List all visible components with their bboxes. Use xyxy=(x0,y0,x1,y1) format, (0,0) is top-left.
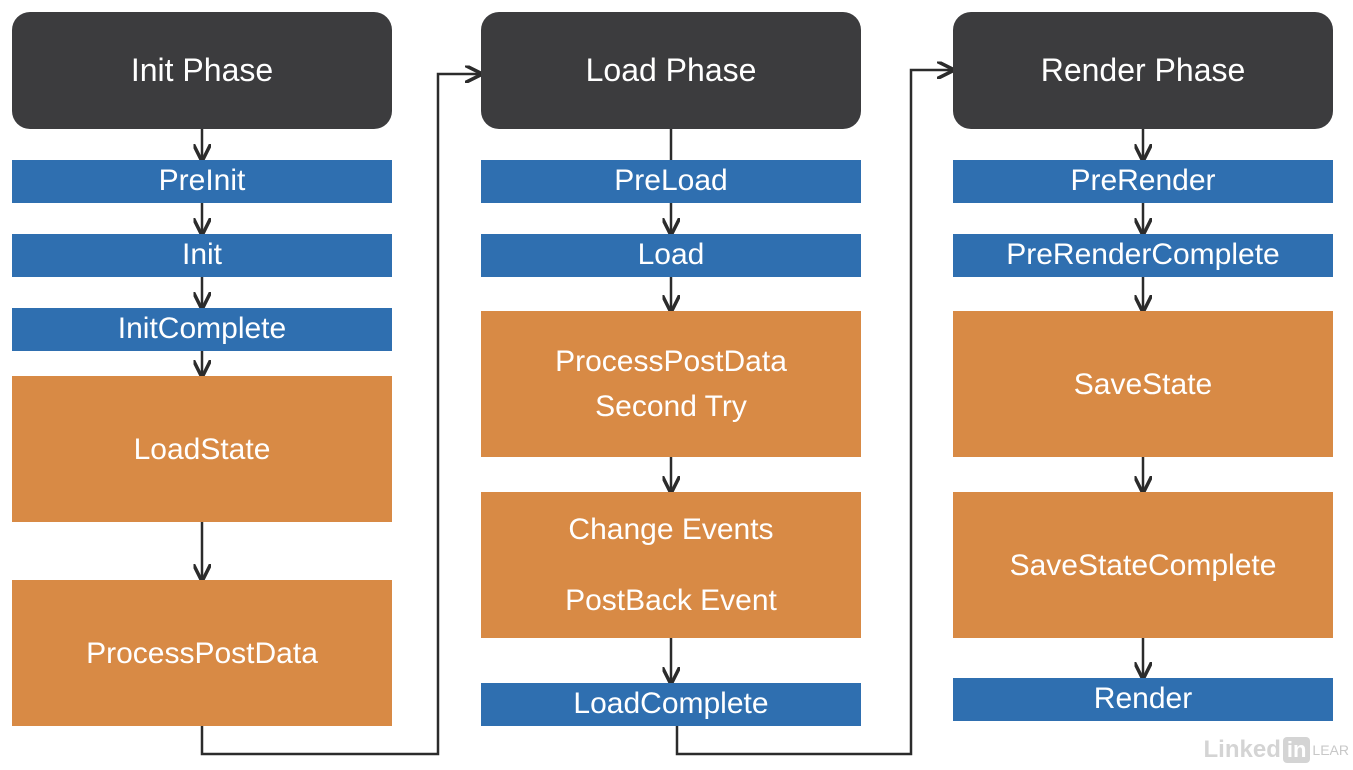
step-label: Second Try xyxy=(595,390,747,423)
lifecycle-step-loadcomplete: LoadComplete xyxy=(481,683,861,726)
step-label: LoadState xyxy=(133,432,271,466)
phase-header-load-phase: Load Phase xyxy=(481,12,861,129)
phase-header-init-phase: Init Phase xyxy=(12,12,392,129)
step-label: SaveState xyxy=(1073,367,1213,401)
step-label: Init xyxy=(181,238,223,272)
step-label: ProcessPostData xyxy=(86,636,318,670)
lifecycle-step-prerendercomplete: PreRenderComplete xyxy=(953,234,1333,277)
lifecycle-step-processpostdata: ProcessPostData xyxy=(12,580,392,726)
step-label: Load xyxy=(637,238,705,272)
phase-header-render-phase: Render Phase xyxy=(953,12,1333,129)
step-label: PreRenderComplete xyxy=(1006,238,1280,272)
step-label: Render xyxy=(1093,682,1193,716)
step-label: InitComplete xyxy=(117,312,287,346)
step-label: PostBack Event xyxy=(565,584,777,617)
step-label: Change Events xyxy=(568,513,774,546)
watermark-tail: LEAR xyxy=(1312,742,1349,758)
lifecycle-step-loadstate: LoadState xyxy=(12,376,392,522)
step-label: SaveStateComplete xyxy=(1009,548,1277,582)
lifecycle-step-savestate: SaveState xyxy=(953,311,1333,457)
lifecycle-step-initcomplete: InitComplete xyxy=(12,308,392,351)
watermark-badge: in xyxy=(1282,737,1311,763)
step-label: PreInit xyxy=(158,164,246,198)
lifecycle-step-render: Render xyxy=(953,678,1333,721)
step-label: PreLoad xyxy=(614,164,728,198)
lifecycle-step-preload: PreLoad xyxy=(481,160,861,203)
step-label: PreRender xyxy=(1070,164,1216,198)
step-label: ProcessPostData xyxy=(555,345,787,378)
lifecycle-step-savestatecomplete: SaveStateComplete xyxy=(953,492,1333,638)
watermark-brand: Linked xyxy=(1203,736,1281,763)
lifecycle-step-prerender: PreRender xyxy=(953,160,1333,203)
lifecycle-step-preinit: PreInit xyxy=(12,160,392,203)
lifecycle-step-load: Load xyxy=(481,234,861,277)
lifecycle-step-init: Init xyxy=(12,234,392,277)
step-label: LoadComplete xyxy=(573,687,769,721)
connector-load-to-render xyxy=(675,70,951,756)
connector-init-to-load xyxy=(200,74,479,756)
linkedin-watermark: Linked in LEAR xyxy=(1204,736,1349,764)
